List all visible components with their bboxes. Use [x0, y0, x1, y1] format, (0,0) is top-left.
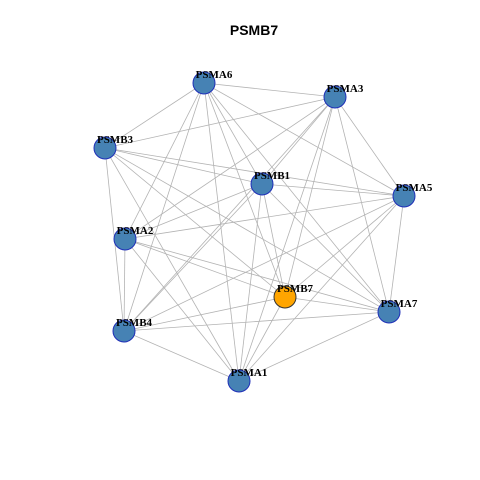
edge-psma6-psmb3	[104, 82, 205, 149]
node-psma6: PSMA6	[192, 69, 233, 95]
edge-psma2-psmb7	[124, 238, 286, 298]
edge-psma7-psma1	[238, 311, 390, 382]
node-psma1: PSMA1	[227, 367, 268, 393]
edge-psma5-psmb7	[284, 195, 405, 298]
edge-psmb3-psma5	[104, 147, 405, 197]
node-circle	[377, 300, 401, 324]
edge-psma2-psmb4	[123, 238, 126, 332]
node-circle	[113, 227, 137, 251]
edge-psmb3-psma7	[104, 147, 390, 313]
edge-psma6-psma1	[203, 82, 240, 382]
node-psma7: PSMA7	[377, 298, 418, 324]
node-psmb3: PSMB3	[93, 134, 134, 160]
edge-psma3-psma7	[334, 96, 390, 313]
node-circle	[250, 172, 274, 196]
edge-psma6-psmb7	[203, 82, 286, 298]
edge-psmb1-psmb7	[261, 183, 286, 298]
node-circle	[273, 285, 297, 309]
graph-title: PSMB7	[230, 22, 278, 38]
edge-psma6-psmb1	[203, 82, 263, 185]
edge-psma5-psma1	[238, 195, 405, 382]
edge-psma3-psma5	[334, 96, 405, 197]
edge-psmb3-psma1	[104, 147, 240, 382]
node-psmb1: PSMB1	[250, 170, 290, 196]
node-circle	[392, 184, 416, 208]
edge-psma7-psmb4	[123, 311, 390, 332]
node-psma5: PSMA5	[392, 182, 433, 208]
edge-psma6-psma3	[203, 82, 336, 98]
edge-psmb1-psma5	[261, 183, 405, 197]
node-label: PSMA5	[396, 182, 433, 194]
node-circle	[323, 85, 347, 109]
edge-psma6-psmb4	[123, 82, 205, 332]
edge-psmb4-psma1	[123, 330, 240, 382]
edge-psmb7-psma1	[238, 296, 286, 382]
edge-psma5-psma7	[388, 195, 405, 313]
edge-psmb1-psma7	[261, 183, 390, 313]
node-circle	[112, 319, 136, 343]
node-label: PSMA3	[327, 83, 364, 95]
node-layer: PSMA6PSMA3PSMB3PSMB1PSMA5PSMA2PSMB7PSMA7…	[93, 69, 433, 393]
edge-psma3-psmb1	[261, 96, 336, 185]
edge-psmb1-psma1	[238, 183, 263, 382]
edge-psma2-psma7	[124, 238, 390, 313]
edge-psma3-psmb7	[284, 96, 336, 298]
edge-psmb7-psmb4	[123, 296, 286, 332]
node-label: PSMB4	[116, 317, 153, 329]
edge-psma3-psmb4	[123, 96, 336, 332]
edge-psmb3-psmb1	[104, 147, 263, 185]
edge-psmb3-psmb7	[104, 147, 286, 298]
edge-psma5-psma2	[124, 195, 405, 240]
node-label: PSMB7	[277, 283, 314, 295]
node-label: PSMB1	[254, 170, 290, 182]
node-psma2: PSMA2	[113, 225, 154, 251]
edge-psmb1-psma2	[124, 183, 263, 240]
node-label: PSMB3	[97, 134, 134, 146]
edge-psma2-psma1	[124, 238, 240, 382]
node-psmb4: PSMB4	[112, 317, 153, 343]
node-psmb7: PSMB7	[273, 283, 314, 309]
node-circle	[227, 369, 251, 393]
edge-psma6-psma2	[124, 82, 205, 240]
node-circle	[93, 136, 117, 160]
edge-psmb7-psma7	[284, 296, 390, 313]
edge-psma3-psma1	[238, 96, 336, 382]
node-label: PSMA7	[381, 298, 418, 310]
edge-psma6-psma5	[203, 82, 405, 197]
node-psma3: PSMA3	[323, 83, 364, 109]
node-label: PSMA2	[117, 225, 154, 237]
edge-psma3-psmb3	[104, 96, 336, 149]
node-label: PSMA6	[196, 69, 233, 81]
edge-psma6-psma7	[203, 82, 390, 313]
edge-layer	[104, 82, 405, 382]
node-circle	[192, 71, 216, 95]
node-label: PSMA1	[231, 367, 268, 379]
edge-psma5-psmb4	[123, 195, 405, 332]
